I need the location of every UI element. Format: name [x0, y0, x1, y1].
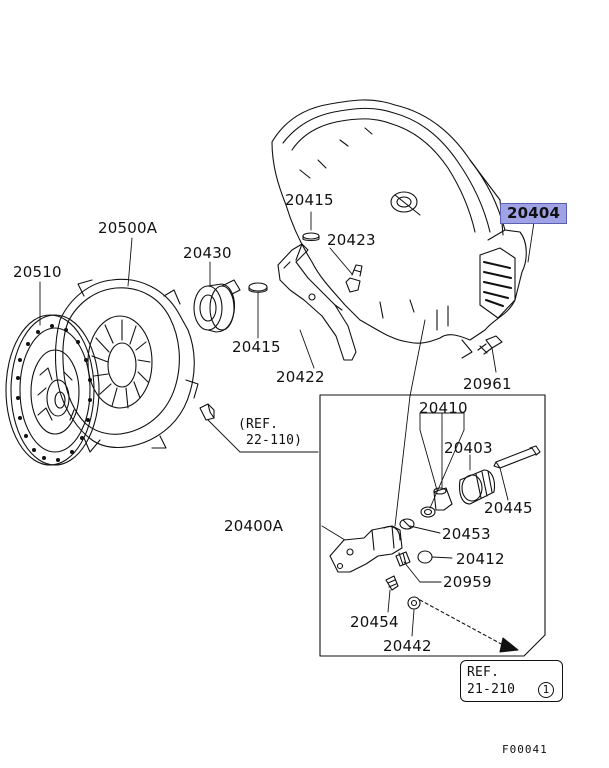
clutch-disc-icon: [5, 314, 100, 466]
label-20454: 20454: [350, 613, 399, 631]
figure-code: F00041: [502, 743, 548, 756]
clip-20415-lower-icon: [248, 282, 268, 293]
label-20415-upper: 20415: [285, 191, 334, 209]
release-bearing-icon: [193, 279, 241, 333]
clutch-housing-icon: [271, 99, 527, 359]
leader-lines: [39, 211, 535, 637]
nut-20442-icon: [407, 596, 421, 610]
label-20453: 20453: [442, 525, 491, 543]
ref-21-210-line1: REF.: [467, 665, 500, 680]
bleeder-cap-icon: [417, 550, 433, 564]
clutch-cover-icon: [55, 278, 199, 453]
label-20412: 20412: [456, 550, 505, 568]
label-20445: 20445: [484, 499, 533, 517]
ref-22-110-line2: 22-110): [246, 433, 303, 448]
label-20430: 20430: [183, 244, 232, 262]
label-20510: 20510: [13, 263, 62, 281]
label-20959: 20959: [443, 573, 492, 591]
seal-ring-icon: [420, 506, 436, 518]
ref-21-210-line2: 21-210: [467, 682, 516, 697]
clutch-disc-rivets: [16, 324, 92, 462]
pushrod-20445-icon: [493, 445, 541, 469]
bleeder-screw-icon: [399, 518, 415, 530]
label-20961: 20961: [463, 375, 512, 393]
boot-20403-icon: [458, 469, 496, 505]
ref-21-210-circled-number: 1: [538, 682, 554, 698]
ref-21-210-box[interactable]: [460, 660, 563, 702]
label-20423: 20423: [327, 231, 376, 249]
detail-box-outline: [319, 394, 546, 657]
pilot-bushing-icon: [199, 403, 215, 421]
piston-20410-icon: [433, 487, 453, 511]
bolt-20961-icon: [477, 335, 503, 355]
label-20442: 20442: [383, 637, 432, 655]
label-20500A: 20500A: [98, 219, 158, 237]
release-cylinder-icon: [329, 525, 403, 573]
label-20415-lower: 20415: [232, 338, 281, 356]
label-20404-highlighted[interactable]: 20404: [500, 203, 568, 224]
bolt-20454-icon: [385, 575, 399, 591]
label-20410: 20410: [419, 399, 468, 417]
clip-20415-upper-icon: [302, 232, 320, 242]
union-fitting-icon: [395, 551, 411, 567]
label-20422: 20422: [276, 368, 325, 386]
bolt-20423-icon: [345, 264, 363, 293]
label-20403: 20403: [444, 439, 493, 457]
release-fork-icon: [277, 243, 357, 361]
ref-arrow-icon: [419, 599, 519, 653]
ref-22-110-line1: (REF.: [238, 417, 279, 432]
label-20400A: 20400A: [224, 517, 284, 535]
